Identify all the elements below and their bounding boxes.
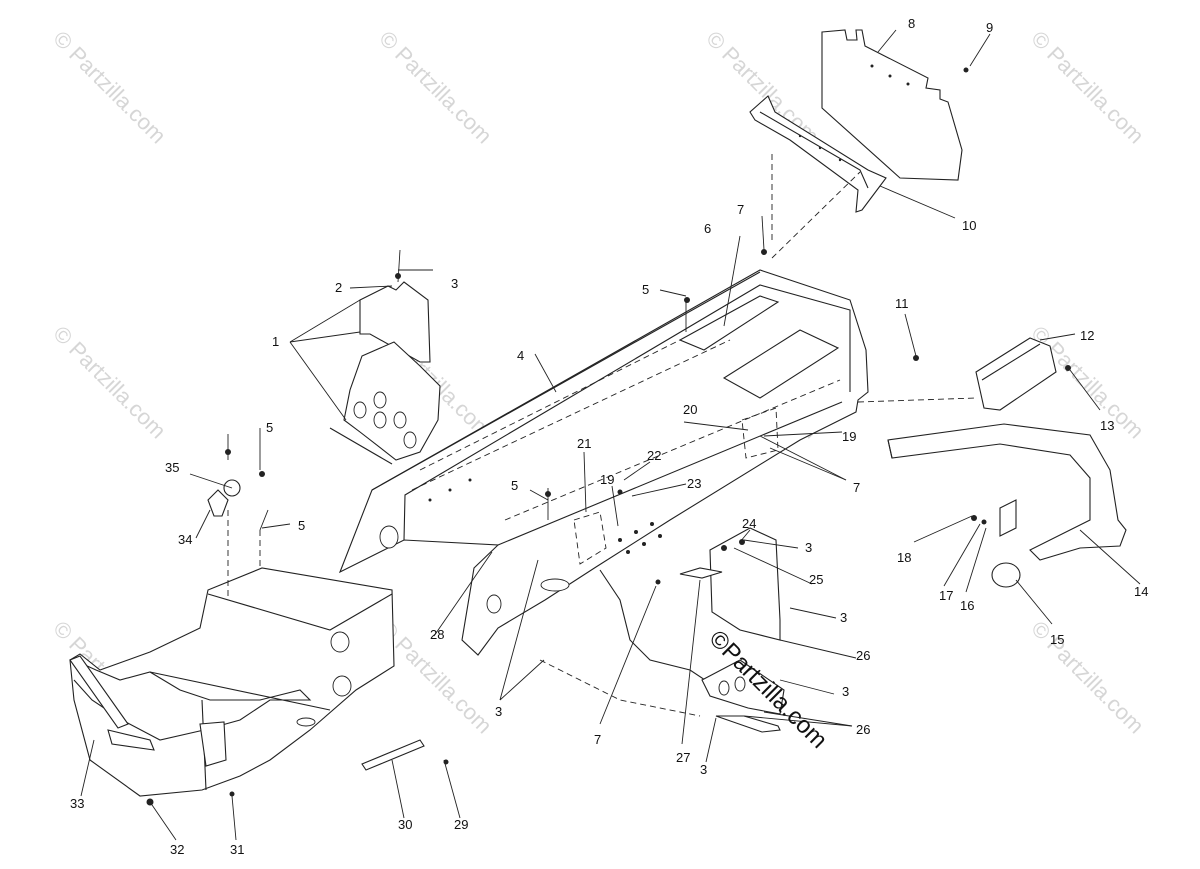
- part-1-brackets: [329, 281, 441, 465]
- part-27-plate: [679, 567, 723, 579]
- callout-label: 26: [856, 648, 870, 663]
- watermark: © Partzilla.com: [701, 26, 824, 149]
- fasteners: [146, 67, 1071, 806]
- callout-label: 14: [1134, 584, 1148, 599]
- part-15-cap: [991, 562, 1021, 588]
- callout-label: 3: [840, 610, 847, 625]
- callout-label: 25: [809, 572, 823, 587]
- callout-labels: 1 2 3 4 5 6 7 8 9 10 11 12 13 14 15 16 1…: [70, 16, 1148, 857]
- callout-label: 20: [683, 402, 697, 417]
- callout-label: 15: [1050, 632, 1064, 647]
- callout-label: 33: [70, 796, 84, 811]
- callout-label: 9: [986, 20, 993, 35]
- part-34-bracket: [207, 489, 229, 517]
- callout-label: 3: [700, 762, 707, 777]
- callout-label: 3: [451, 276, 458, 291]
- callout-label: 26: [856, 722, 870, 737]
- callout-label: 32: [170, 842, 184, 857]
- part-26-brackets: [701, 527, 785, 733]
- callout-label: 29: [454, 817, 468, 832]
- part-14-bumper: [887, 423, 1127, 561]
- callout-label: 3: [842, 684, 849, 699]
- callout-label: 11: [895, 296, 909, 311]
- callout-label: 13: [1100, 418, 1114, 433]
- callout-label: 17: [939, 588, 953, 603]
- callout-label: 4: [517, 348, 524, 363]
- callout-label: 5: [642, 282, 649, 297]
- watermark: © Partzilla.com: [48, 26, 171, 149]
- callout-label: 28: [430, 627, 444, 642]
- part-33-front-frame: [69, 567, 395, 797]
- part-10-bracket: [749, 95, 887, 213]
- leader-lines: [80, 29, 1141, 841]
- part-4-tunnel: [338, 269, 869, 656]
- callout-label: 2: [335, 280, 342, 295]
- callout-label: 35: [165, 460, 179, 475]
- callout-label: 19: [842, 429, 856, 444]
- callout-label: 7: [853, 480, 860, 495]
- callout-label: 1: [272, 334, 279, 349]
- callout-label: 10: [962, 218, 976, 233]
- callout-label: 31: [230, 842, 244, 857]
- callout-label: 19: [600, 472, 614, 487]
- callout-label: 3: [805, 540, 812, 555]
- callout-label: 30: [398, 817, 412, 832]
- callout-label: 34: [178, 532, 192, 547]
- callout-label: 16: [960, 598, 974, 613]
- watermark: © Partzilla.com: [374, 26, 497, 149]
- callout-label: 12: [1080, 328, 1094, 343]
- callout-label: 7: [737, 202, 744, 217]
- callout-label: 5: [298, 518, 305, 533]
- watermark: © Partzilla.com: [1026, 26, 1149, 149]
- callout-label: 3: [495, 704, 502, 719]
- part-30-bracket: [361, 739, 425, 771]
- callout-label: 23: [687, 476, 701, 491]
- callout-label: 5: [266, 420, 273, 435]
- part-8-panel: [821, 29, 963, 181]
- callout-label: 18: [897, 550, 911, 565]
- callout-label: 8: [908, 16, 915, 31]
- callout-label: 22: [647, 448, 661, 463]
- watermark: © Partzilla.com: [48, 321, 171, 444]
- watermark: © Partzilla.com: [1026, 616, 1149, 739]
- callout-label: 27: [676, 750, 690, 765]
- callout-label: 7: [594, 732, 601, 747]
- callout-label: 6: [704, 221, 711, 236]
- part-12-snow-flap-bracket: [975, 337, 1057, 411]
- callout-label: 5: [511, 478, 518, 493]
- callout-label: 24: [742, 516, 756, 531]
- callout-label: 21: [577, 436, 591, 451]
